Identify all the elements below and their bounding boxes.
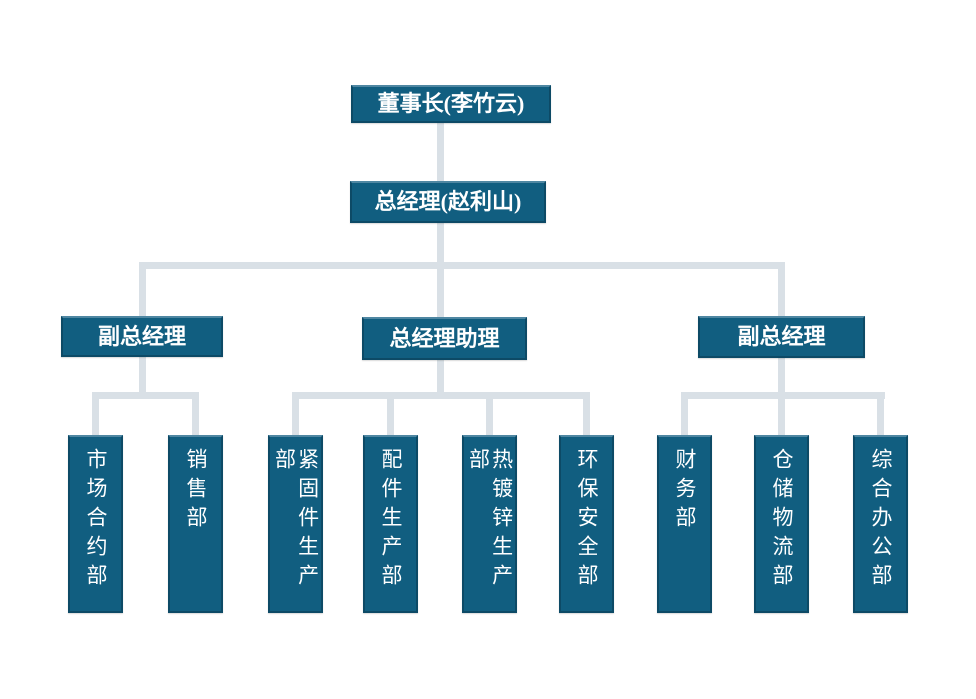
org-node-chairman: 董事长(李竹云) (351, 85, 551, 123)
connector-line (877, 399, 884, 435)
connector-line (292, 392, 590, 399)
connector-line (139, 269, 146, 316)
connector-line (583, 399, 590, 435)
connector-line (778, 399, 785, 435)
dept-label: 热镀锌生产部 (466, 448, 513, 593)
org-node-dept-galvanizing-production: 热镀锌生产部 (462, 435, 517, 613)
org-node-dept-fastener-production: 紧固件生产部 (268, 435, 323, 613)
connector-line (139, 262, 785, 269)
connector-line (437, 123, 444, 181)
org-node-deputy-gm-left: 副总经理 (61, 316, 223, 357)
dept-label: 配件生产部 (379, 448, 403, 593)
connector-line (681, 392, 885, 399)
connector-line (486, 399, 493, 435)
dept-label: 紧固件生产部 (272, 448, 319, 593)
connector-line (681, 399, 688, 435)
org-node-dept-warehouse-logistics: 仓储物流部 (754, 435, 809, 613)
connector-line (437, 269, 444, 317)
connector-line (139, 357, 146, 392)
org-node-dept-general-office: 综合办公部 (853, 435, 908, 613)
connector-line (778, 269, 785, 316)
org-node-deputy-gm-right: 副总经理 (698, 316, 865, 358)
dept-label: 销售部 (184, 448, 208, 535)
dept-label: 市场合约部 (84, 448, 108, 593)
connector-line (292, 399, 299, 435)
connector-line (92, 399, 99, 435)
connector-line (192, 399, 199, 435)
org-node-dept-finance: 财务部 (657, 435, 712, 613)
org-node-gm-assistant: 总经理助理 (362, 317, 527, 360)
org-node-dept-parts-production: 配件生产部 (363, 435, 418, 613)
dept-label: 综合办公部 (869, 448, 893, 593)
dept-label: 财务部 (673, 448, 697, 535)
connector-line (437, 360, 444, 392)
dept-label: 环保安全部 (575, 448, 599, 593)
connector-line (387, 399, 394, 435)
org-node-dept-market-contract: 市场合约部 (68, 435, 123, 613)
connector-line (437, 223, 444, 263)
connector-line (778, 358, 785, 392)
org-node-dept-environment-safety: 环保安全部 (559, 435, 614, 613)
org-node-dept-sales: 销售部 (168, 435, 223, 613)
org-node-general-manager: 总经理(赵利山) (350, 181, 546, 223)
dept-label: 仓储物流部 (770, 448, 794, 593)
connector-line (92, 392, 199, 399)
